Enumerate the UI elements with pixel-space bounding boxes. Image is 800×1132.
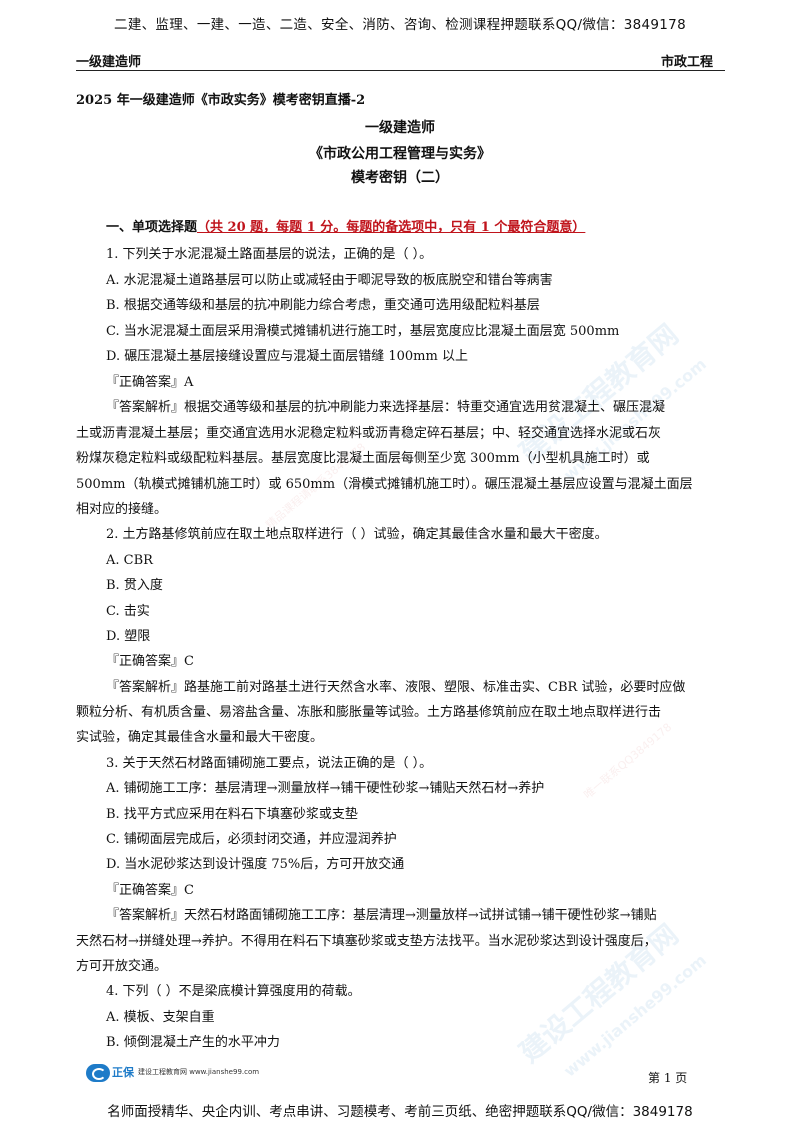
- running-header: 一级建造师 市政工程: [76, 50, 725, 71]
- heading-subject: 《市政公用工程管理与实务》: [309, 146, 491, 162]
- analysis-line: 实试验，确定其最佳含水量和最大干密度。: [76, 730, 324, 745]
- question-1: 1. 下列关于水泥混凝土路面基层的说法，正确的是（ ）。: [106, 247, 433, 262]
- answer-line: 『正确答案』C: [106, 654, 194, 669]
- option-line: B. 找平方式应采用在料石下填塞砂浆或支垫: [106, 807, 358, 822]
- option-line: B. 根据交通等级和基层的抗冲刷能力综合考虑，重交通可选用级配粒料基层: [106, 298, 540, 313]
- analysis-line: 『答案解析』根据交通等级和基层的抗冲刷能力来选择基层：特重交通宜选用贫混凝土、碾…: [106, 400, 666, 415]
- header-left: 一级建造师: [76, 55, 142, 70]
- analysis-line: 『答案解析』路基施工前对路基土进行天然含水率、液限、塑限、标准击实、CBR 试验…: [106, 680, 686, 695]
- analysis-line: 土或沥青混凝土基层；重交通宜选用水泥稳定粒料或沥青稳定碎石基层；中、轻交通宜选择…: [76, 426, 662, 441]
- watermark: 唯一联系QQ3849178: [581, 720, 675, 802]
- page-number: 第 1 页: [648, 1071, 688, 1085]
- option-line: A. CBR: [106, 553, 153, 568]
- section-note: （共 20 题，每题 1 分。每题的备选项中，只有 1 个最符合题意）: [197, 220, 586, 235]
- option-line: A. 铺砌施工工序：基层清理→测量放样→铺干硬性砂浆→铺贴天然石材→养护: [106, 781, 545, 796]
- analysis-line: 『答案解析』天然石材路面铺砌施工工序：基层清理→测量放样→试拼试铺→铺干硬性砂浆…: [106, 908, 657, 923]
- analysis-line: 相对应的接缝。: [76, 502, 168, 517]
- option-line: D. 塑限: [106, 629, 151, 644]
- answer-line: 『正确答案』A: [106, 375, 194, 390]
- option-line: B. 倾倒混凝土产生的水平冲力: [106, 1035, 280, 1050]
- logo-brand: 正保: [112, 1066, 134, 1079]
- heading-exam: 一级建造师: [365, 120, 435, 136]
- bottom-banner: 名师面授精华、央企内训、考点串讲、习题模考、考前三页纸、绝密押题联系QQ/微信：…: [107, 1104, 693, 1120]
- analysis-line: 天然石材→拼缝处理→养护。不得用在料石下填塞砂浆或支垫方法找平。当水泥砂浆达到设…: [76, 934, 657, 949]
- top-banner: 二建、监理、一建、一造、二造、安全、消防、咨询、检测课程押题联系QQ/微信：38…: [114, 17, 686, 33]
- brand-logo-icon: [86, 1064, 110, 1082]
- option-line: A. 模板、支架自重: [106, 1010, 215, 1025]
- section-title: 一、单项选择题: [106, 220, 198, 235]
- option-line: D. 当水泥砂浆达到设计强度 75%后，方可开放交通: [106, 857, 405, 872]
- analysis-line: 方可开放交通。: [76, 959, 168, 974]
- logo-site: 建设工程教育网 www.jianshe99.com: [138, 1068, 260, 1076]
- analysis-line: 500mm（轨模式摊铺机施工时）或 650mm（滑模式摊铺机施工时）。碾压混凝土…: [76, 477, 693, 492]
- option-line: C. 铺砌面层完成后，必须封闭交通，并应湿润养护: [106, 832, 397, 847]
- question-2: 2. 土方路基修筑前应在取土地点取样进行（ ）试验，确定其最佳含水量和最大干密度…: [106, 527, 608, 542]
- option-line: C. 击实: [106, 604, 150, 619]
- option-line: A. 水泥混凝土道路基层可以防止或减轻由于唧泥导致的板底脱空和错台等病害: [106, 273, 553, 288]
- answer-line: 『正确答案』C: [106, 883, 194, 898]
- doc-title: 2025 年一级建造师《市政实务》模考密钥直播-2: [76, 93, 366, 108]
- analysis-line: 颗粒分析、有机质含量、易溶盐含量、冻胀和膨胀量等试验。土方路基修筑前应在取土地点…: [76, 705, 662, 720]
- option-line: B. 贯入度: [106, 578, 163, 593]
- analysis-line: 粉煤灰稳定粒料或级配粒料基层。基层宽度比混凝土面层每侧至少宽 300mm（小型机…: [76, 451, 650, 466]
- option-line: D. 碾压混凝土基层接缝设置应与混凝土面层错缝 100mm 以上: [106, 349, 468, 364]
- heading-paper: 模考密钥（二）: [351, 170, 449, 186]
- header-right: 市政工程: [660, 55, 713, 70]
- question-3: 3. 关于天然石材路面铺砌施工要点，说法正确的是（ ）。: [106, 756, 433, 771]
- question-4: 4. 下列（ ）不是梁底模计算强度用的荷载。: [106, 984, 361, 999]
- watermark: www.jianshe99.com: [560, 950, 710, 1081]
- section-heading: 一、单项选择题（共 20 题，每题 1 分。每题的备选项中，只有 1 个最符合题…: [106, 220, 585, 236]
- option-line: C. 当水泥混凝土面层采用滑模式摊铺机进行施工时，基层宽度应比混凝土面层宽 50…: [106, 324, 620, 339]
